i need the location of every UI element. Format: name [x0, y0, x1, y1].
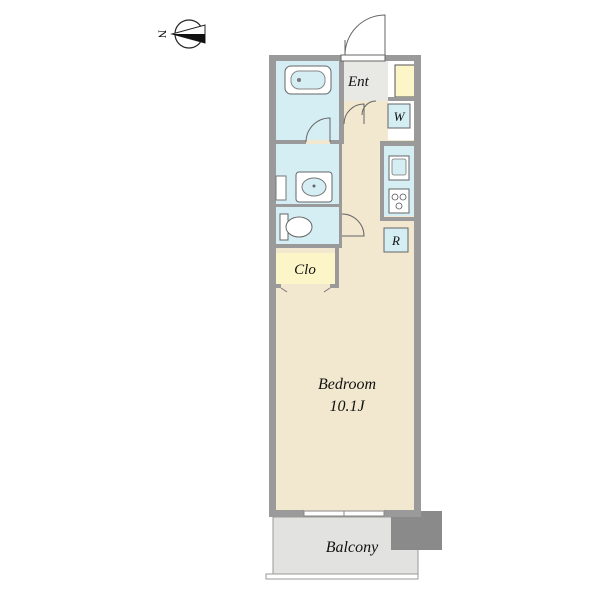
entrance-floor [344, 61, 388, 101]
washer-label: W [394, 109, 406, 124]
sink-icon [388, 155, 410, 181]
balcony-label: Balcony [326, 539, 379, 556]
interior-doors [305, 100, 377, 237]
closet-floor [276, 253, 335, 284]
north-compass-icon: N [155, 19, 206, 49]
closet-label: Clo [294, 262, 316, 278]
compass-letter: N [155, 30, 169, 39]
refrigerator-label: R [391, 233, 400, 248]
washer-space [387, 103, 411, 129]
entrance-label: Ent [347, 74, 370, 90]
walls [269, 55, 421, 517]
bedroom-size-label: 10.1J [329, 398, 365, 415]
bedroom-label: Bedroom [318, 376, 376, 393]
bathtub-icon [284, 65, 332, 95]
refrigerator-space [383, 227, 409, 253]
toilet-icon [279, 213, 313, 241]
shoe-cabinet [394, 64, 416, 98]
balcony-rail [265, 573, 419, 580]
stove-icon [388, 188, 410, 214]
washbasin-icon [295, 171, 333, 203]
entrance-door [340, 14, 386, 62]
balcony-windows [303, 510, 385, 517]
hall-floor [344, 101, 388, 145]
shaft [391, 511, 442, 550]
washing-machine-space-icon [275, 175, 287, 201]
closet-doors [280, 287, 331, 293]
